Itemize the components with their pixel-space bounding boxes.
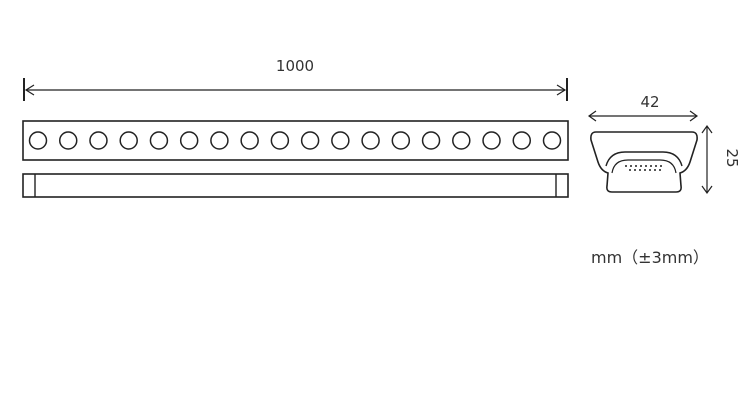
led-hole <box>542 131 562 150</box>
profile-led-dot <box>659 169 661 171</box>
profile-led-dot <box>640 165 642 167</box>
profile-led-dot <box>644 169 646 171</box>
profile-lens <box>611 159 677 174</box>
led-bar-front-view <box>22 120 569 161</box>
led-hole <box>270 131 290 150</box>
led-hole <box>331 131 350 150</box>
led-hole <box>179 131 199 150</box>
height-arrow-top <box>701 124 713 134</box>
profile-led-dot <box>625 165 627 167</box>
led-hole <box>512 131 532 150</box>
led-holes <box>28 131 562 150</box>
profile-led-dot <box>660 165 662 167</box>
height-label: 25 <box>723 148 741 167</box>
length-label: 1000 <box>276 57 314 75</box>
led-hole <box>58 131 78 150</box>
cross-section-profile <box>590 131 698 193</box>
width-label: 42 <box>640 93 659 111</box>
height-arrow-bottom <box>701 185 713 195</box>
length-dimension: 1000 <box>23 57 568 101</box>
profile-led-dot <box>645 165 647 167</box>
led-hole <box>452 131 471 150</box>
profile-led-dot <box>634 169 636 171</box>
led-hole <box>421 131 441 150</box>
profile-inner-channel <box>605 151 683 167</box>
led-hole <box>240 131 259 150</box>
led-bar-side-view <box>22 173 569 198</box>
profile-led-dot <box>635 165 637 167</box>
length-arrow-right <box>556 84 567 96</box>
led-bar-side-body <box>22 173 569 198</box>
profile-led-dot <box>650 165 652 167</box>
led-bar-front-body <box>22 120 569 161</box>
profile-led-dot <box>649 169 651 171</box>
profile-outer-shell <box>590 131 698 193</box>
profile-led-dot <box>655 165 657 167</box>
width-arrow-right <box>689 110 699 122</box>
led-hole <box>119 131 138 150</box>
units-note: mm（±3mm） <box>591 248 709 267</box>
profile-led-dot <box>630 165 632 167</box>
profile-led-dot <box>629 169 631 171</box>
profile-led-dot <box>654 169 656 171</box>
led-hole <box>391 131 411 150</box>
led-hole <box>28 131 48 150</box>
led-hole <box>210 131 229 150</box>
profile-led-dots <box>625 165 662 171</box>
led-hole <box>89 131 108 150</box>
width-arrow-left <box>587 110 597 122</box>
width-dimension: 42 <box>587 93 699 122</box>
led-hole <box>361 131 380 150</box>
led-hole <box>149 131 169 150</box>
led-hole <box>300 131 320 150</box>
length-arrow-left <box>24 84 35 96</box>
led-hole <box>482 131 501 150</box>
height-dimension: 25 <box>701 124 741 195</box>
profile-led-dot <box>639 169 641 171</box>
